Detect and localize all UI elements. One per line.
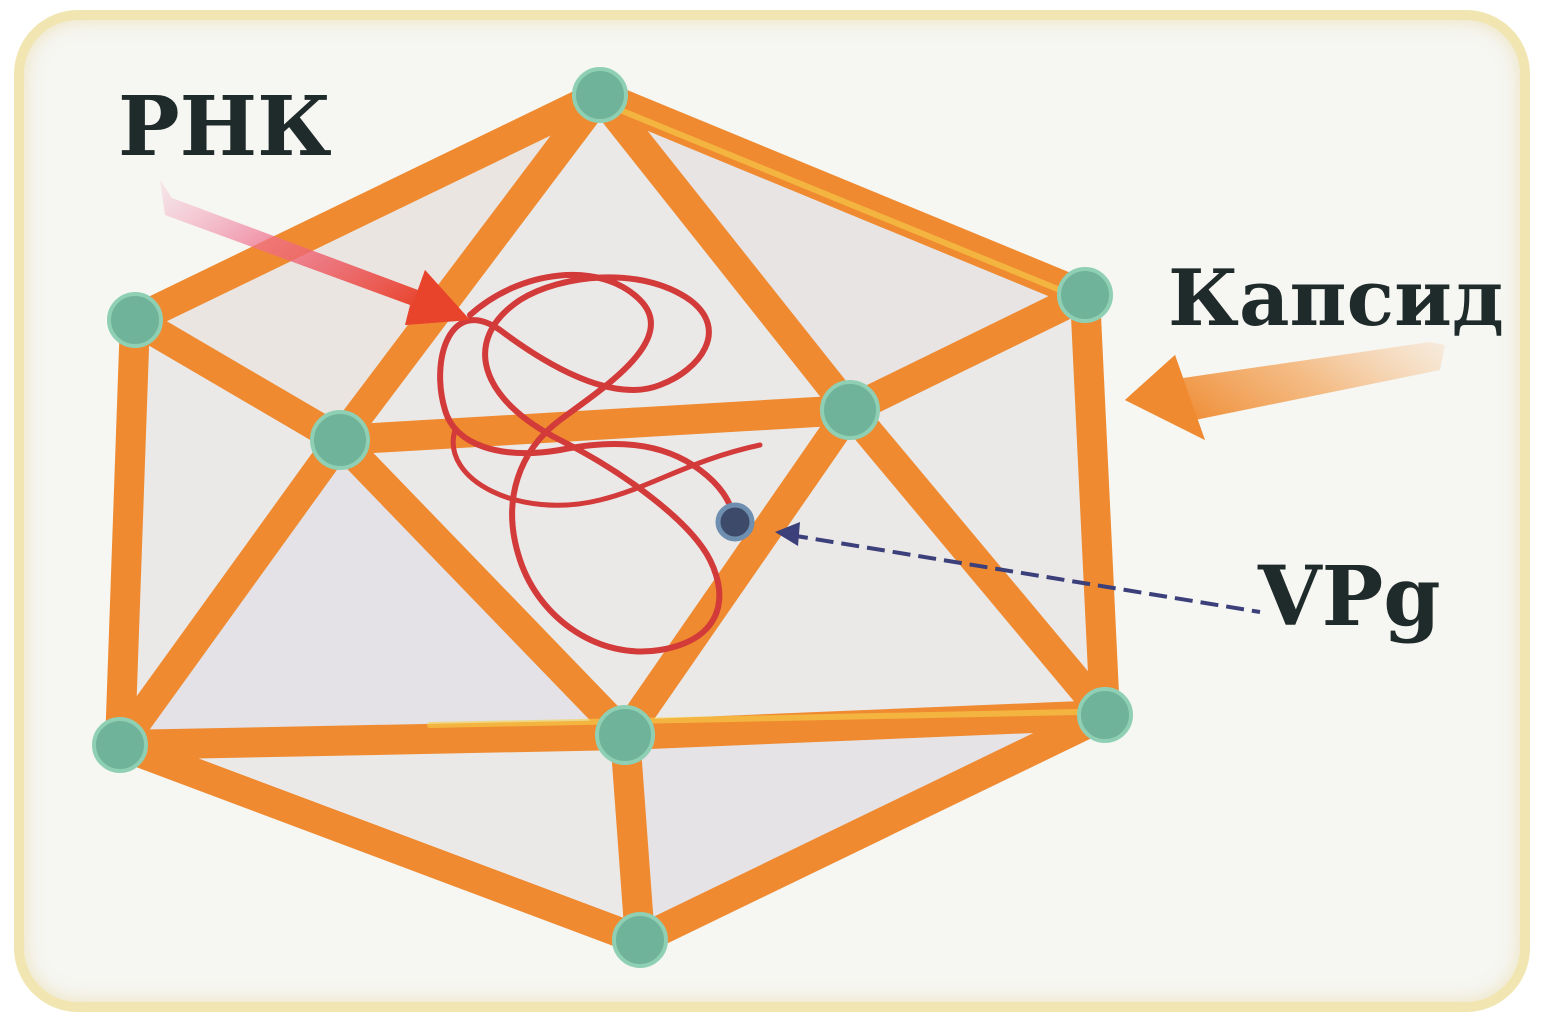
rna-label: РНК	[118, 79, 332, 175]
capsid-vertex	[597, 707, 653, 763]
capsid-edge	[625, 735, 640, 940]
capsid-vertex	[1059, 269, 1111, 321]
capsid-vertex	[614, 914, 666, 966]
vpg-label: VPg	[1257, 549, 1441, 645]
capsid-arrow-icon	[1125, 342, 1445, 440]
capsid-vertex	[109, 294, 161, 346]
vpg-protein-dot-icon	[718, 505, 752, 539]
capsid-edge	[120, 320, 135, 745]
capsid-vertex	[574, 69, 626, 121]
capsid-vertex	[94, 719, 146, 771]
capsid-edge	[1085, 295, 1105, 715]
capsid-vertex	[822, 382, 878, 438]
capsid-label: Капсид	[1168, 253, 1504, 344]
capsid-vertex	[312, 412, 368, 468]
capsid-vertex	[1079, 689, 1131, 741]
